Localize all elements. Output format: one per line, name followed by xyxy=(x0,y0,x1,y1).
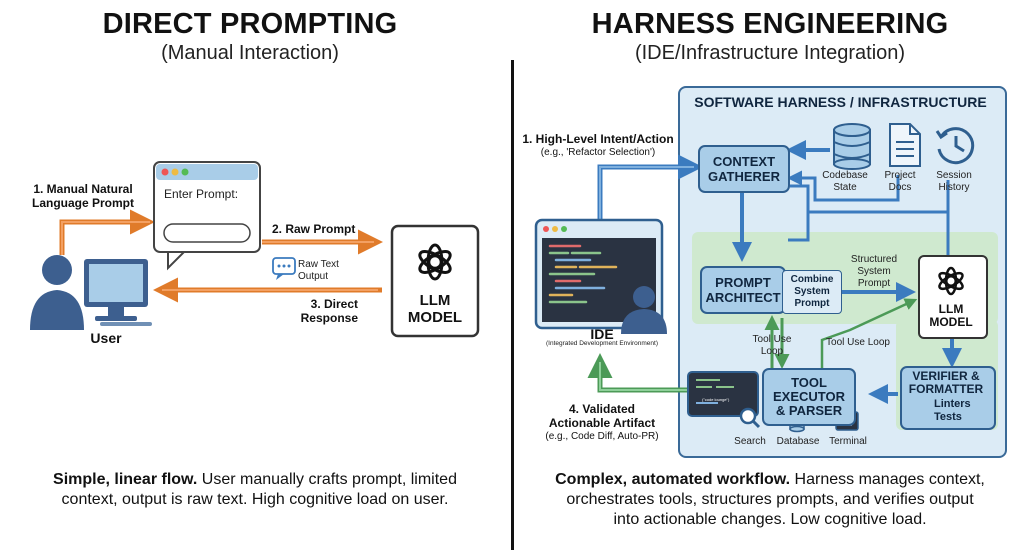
history-icon xyxy=(935,127,975,165)
left-title: DIRECT PROMPTING xyxy=(102,8,398,40)
llm-logo-icon xyxy=(418,243,452,281)
harness-title: SOFTWARE HARNESS / INFRASTRUCTURE xyxy=(694,94,987,110)
left-footer: Simple, linear flow. User manually craft… xyxy=(53,471,457,508)
verifier-formatter-box xyxy=(900,366,996,430)
right-title: HARNESS ENGINEERING xyxy=(591,8,949,40)
llm-model-box-right xyxy=(918,255,988,339)
ide-window xyxy=(534,218,664,330)
llm-logo-icon-right xyxy=(938,266,964,296)
verifier-label: VERIFIER &FORMATTER xyxy=(908,369,984,396)
user-label: User xyxy=(90,330,122,346)
code-snippet-text: ("code lounge") xyxy=(702,397,730,402)
step1-label-right: 1. High-Level Intent/Action (e.g., 'Refa… xyxy=(522,132,674,158)
step2-label: 2. Raw Prompt xyxy=(272,222,356,236)
database-icon xyxy=(833,123,871,170)
ide-sublabel: (Integrated Development Environment) xyxy=(545,340,658,347)
arrow-manual-prompt xyxy=(59,209,155,255)
developer-figure xyxy=(621,286,667,334)
left-subtitle: (Manual Interaction) xyxy=(161,42,339,64)
search-icon xyxy=(739,407,761,429)
left-diagram xyxy=(30,161,480,338)
ide-label: IDE xyxy=(590,326,614,342)
arrow-validated-artifact xyxy=(587,353,688,393)
right-footer: Complex, automated workflow. Harness man… xyxy=(555,471,985,528)
chat-bubble-icon xyxy=(272,257,296,280)
tool-search-label: Search xyxy=(734,436,766,447)
tool-terminal-label: Terminal xyxy=(829,436,867,447)
prompt-window xyxy=(153,161,261,271)
code-editor-window xyxy=(687,371,759,417)
tool-database-label: Database xyxy=(776,436,820,447)
user-figure xyxy=(30,255,152,330)
arrow-intent xyxy=(597,154,703,220)
document-icon xyxy=(889,123,921,167)
panel-divider xyxy=(511,60,514,550)
tool-use-loop-right: Tool Use Loop xyxy=(826,337,890,348)
llm-model-box-left xyxy=(390,224,480,338)
prompt-window-label: Enter Prompt: xyxy=(164,187,239,201)
right-subtitle: (IDE/Infrastructure Integration) xyxy=(634,42,906,64)
